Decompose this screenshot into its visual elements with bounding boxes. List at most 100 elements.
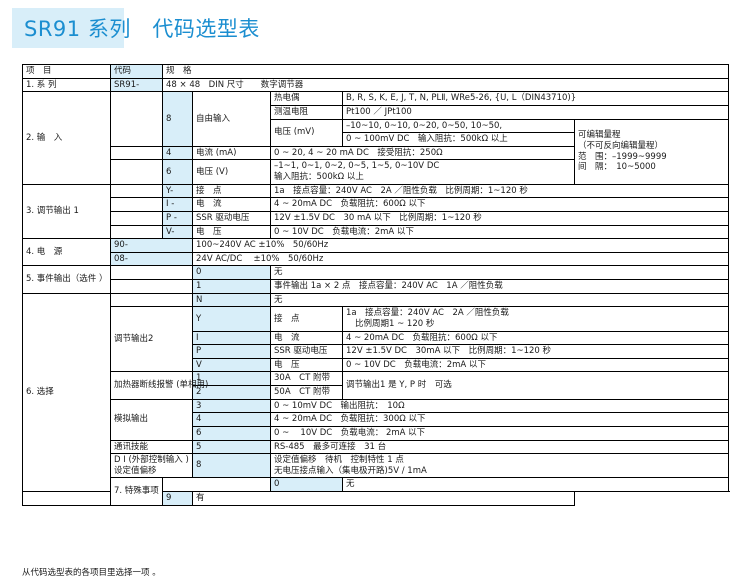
code-series: SR91- xyxy=(110,77,163,93)
code-option-none: N xyxy=(192,292,271,308)
code-communication: 5 xyxy=(192,439,271,455)
input-current-type: 电流 (mA) xyxy=(192,145,271,161)
editable-range-note: 可编辑量程 （不可反向编辑量程） 范 围：–1999~9999 间 隔： 10~… xyxy=(573,118,730,185)
header-code: 代码 xyxy=(110,64,163,79)
spec-power-dc: 24V AC/DC ±10% 50/60Hz xyxy=(191,251,730,267)
input-voltage-type: 电压 (V) xyxy=(192,159,271,185)
row-power-ac: 4. 电 源 90- 100~240V AC ±10% 50/60Hz xyxy=(22,238,730,267)
input-signal-name-mv: 电压 (mV) xyxy=(270,118,343,147)
code-digital-input: 8 xyxy=(192,453,271,479)
spec-out2-ssr: 12V ±1.5V DC 30mA 以下 比例周期：1~120 秒 xyxy=(341,344,730,359)
spec-out2-voltage: 0 ~ 10V DC 负载电流：2mA 以下 xyxy=(341,357,730,373)
code-analog-mv: 3 xyxy=(192,398,271,414)
row-power-dc: 08- 24V AC/DC ±10% 50/60Hz xyxy=(23,251,730,267)
spec-out2-current: 4 ~ 20mA DC 负载阻抗：600Ω 以下 xyxy=(341,330,730,346)
spec-digital-input-line2: 无电压接点输入（集电极开路)5V / 1mA xyxy=(274,465,427,476)
out1-contact-name: 接 点 xyxy=(192,183,271,199)
code-input-voltage: 6 xyxy=(162,159,193,185)
code-special-none: 0 xyxy=(270,477,343,492)
section-label-control-output1: 3. 调节输出 1 xyxy=(22,183,111,240)
spec-out1-current: 4 ~ 20mA DC 负载阻抗：600Ω 以下 xyxy=(269,197,730,212)
input-signal-spec-mv-line2: 0 ~ 100mV DC 输入阻抗：500kΩ 以上 xyxy=(342,132,575,147)
row-communication: 通讯技能 5 RS-485 最多可连接 31 台 xyxy=(23,439,730,455)
row-out1-voltage: V- 电 压 0 ~ 10V DC 负载电流：2mA 以下 xyxy=(23,224,730,240)
spec-out1-ssr: 12V ±1.5V DC 30 mA 以下 比例周期：1~120 秒 xyxy=(269,210,730,226)
section-label-power: 4. 电 源 xyxy=(22,238,111,267)
out1-voltage-name: 电 压 xyxy=(192,224,271,240)
row-out1-contact: 3. 调节输出 1 Y- 接 点 1a 接点容量：240V AC 2A ／阻性负… xyxy=(22,183,730,240)
row-out1-ssr: P - SSR 驱动电压 12V ±1.5V DC 30 mA 以下 比例周期：… xyxy=(23,210,730,226)
spec-out1-voltage: 0 ~ 10V DC 负载电流：2mA 以下 xyxy=(269,224,730,240)
row-option-none: 6. 选择 N 无 xyxy=(22,292,730,493)
code-heater-50a: 2 xyxy=(192,385,271,400)
digital-input-name-line2: 设定值偏移 xyxy=(114,465,157,476)
row-digital-input: D I (外部控制输入 ) 设定值偏移 8 设定值偏移 待机 控制特性 1 点 … xyxy=(23,453,730,479)
row-input-free-mv-l1: 电压 (mV) –10~10, 0~10, 0~20, 0~50, 10~50,… xyxy=(23,118,730,185)
spec-input-current: 0 ~ 20, 4 ~ 20 mA DC 接受阻抗：250Ω xyxy=(270,145,575,161)
header-item: 项 目 xyxy=(22,64,111,79)
code-out2-current: I xyxy=(192,330,271,346)
spec-input-voltage-line1: –1~1, 0~1, 0~2, 0~5, 1~5, 0~10V DC xyxy=(274,161,440,172)
out1-current-name: 电 流 xyxy=(192,197,271,212)
title-bar: SR91 系列 代码选型表 xyxy=(0,0,750,60)
input-signal-spec-mv-line1: –10~10, 0~10, 0~20, 0~50, 10~50, xyxy=(342,118,575,134)
spec-input-voltage-line2: 输入阻抗：500kΩ 以上 xyxy=(274,172,364,182)
code-out2-contact: Y xyxy=(192,306,271,332)
row-out1-current: I - 电 流 4 ~ 20mA DC 负载阻抗：600Ω 以下 xyxy=(23,197,730,212)
input-free-type: 自由输入 xyxy=(192,91,271,147)
out2-current-label: 电 流 xyxy=(270,330,343,346)
table-header-row: 项 目 代码 规 格 xyxy=(22,64,730,79)
heater-alarm-note: 调节输出1 是 Y, P 时 可选 xyxy=(341,371,730,400)
row-input-voltage: 6 电压 (V) –1~1, 0~1, 0~2, 0~5, 1~5, 0~10V… xyxy=(23,159,729,185)
section-label-options: 6. 选择 xyxy=(22,292,111,493)
row-analog-out-mv: 模拟输出 3 0 ~ 10mV DC 输出阻抗： 10Ω xyxy=(23,398,730,441)
section-label-series: 1. 系 列 xyxy=(22,77,111,93)
code-event-present: 1 xyxy=(192,279,271,294)
digital-input-name-line1: D I (外部控制输入 ) xyxy=(114,455,189,466)
out2-voltage-label: 电 压 xyxy=(270,357,343,373)
code-special-present: 9 xyxy=(162,491,193,506)
input-signal-name-rtd: 测温电阻 xyxy=(270,104,343,120)
code-analog-v: 6 xyxy=(192,425,271,441)
heater-50a-label: 50A CT 附带 xyxy=(270,385,343,400)
row-series: 1. 系 列 SR91- 48 × 48 DIN 尺寸 数字调节器 xyxy=(22,77,730,93)
spec-event-none: 无 xyxy=(269,265,730,280)
out2-ssr-label: SSR 驱动电压 xyxy=(270,344,343,359)
spec-series: 48 × 48 DIN 尺寸 数字调节器 xyxy=(161,77,730,93)
row-special-none: 7. 特殊事项 0 无 xyxy=(23,477,730,506)
option-group-digital-input: D I (外部控制输入 ) 设定值偏移 xyxy=(110,453,193,479)
option-group-analog-output: 模拟输出 xyxy=(110,398,193,441)
code-input-current: 4 xyxy=(162,145,193,161)
spec-out2-contact: 1a 接点容量：240V AC 2A ／阻性负载 比例周期1 ~ 120 秒 xyxy=(341,306,730,332)
spec-digital-input: 设定值偏移 待机 控制特性 1 点 无电压接点输入（集电极开路)5V / 1mA xyxy=(269,453,730,479)
row-event-present: 1 事件输出 1a × 2 点 接点容量：240V AC 1A ／阻性负载 xyxy=(23,279,730,294)
code-input-free: 8 xyxy=(162,91,193,147)
spec-special-none: 无 xyxy=(341,477,730,492)
row-out2-contact: 调节输出2 Y 接 点 1a 接点容量：240V AC 2A ／阻性负载 比例周… xyxy=(23,306,730,373)
spec-event-present: 事件输出 1a × 2 点 接点容量：240V AC 1A ／阻性负载 xyxy=(269,279,730,294)
row-heater-alarm-30a: 加热器断线报警 (单相用) 1 30A CT 附带 调节输出1 是 Y, P 时… xyxy=(23,371,730,400)
spec-option-none: 无 xyxy=(269,292,730,308)
range-note-line4: 间 隔： 10~5000 xyxy=(578,162,656,173)
spec-analog-v: 0 ~ 10V DC 负载电流： 2mA 以下 xyxy=(269,425,730,441)
row-input-free-rtd: 测温电阻 Pt100 ／ JPt100 xyxy=(23,104,730,120)
footnote: 从代码选型表的各项目里选择一项 。 xyxy=(22,568,161,578)
spec-communication: RS-485 最多可连接 31 台 xyxy=(269,439,730,455)
code-event-none: 0 xyxy=(192,265,271,280)
range-note-line3: 范 围：–1999~9999 xyxy=(578,151,667,162)
spec-out2-contact-line2: 比例周期1 ~ 120 秒 xyxy=(355,318,435,329)
input-signal-spec-tc: B, R, S, K, E, J, T, N, PLⅡ, WRe5-26, {U… xyxy=(341,91,730,106)
title-accent-block xyxy=(12,8,124,48)
spec-input-voltage: –1~1, 0~1, 0~2, 0~5, 1~5, 0~10V DC 输入阻抗：… xyxy=(270,159,575,185)
option-group-control-output2: 调节输出2 xyxy=(110,306,193,373)
code-power-dc: 08- xyxy=(110,251,193,267)
out1-ssr-name: SSR 驱动电压 xyxy=(192,210,271,226)
range-note-line2: （不可反向编辑量程） xyxy=(578,140,664,151)
input-signal-spec-rtd: Pt100 ／ JPt100 xyxy=(341,104,730,120)
spec-analog-mv: 0 ~ 10mV DC 输出阻抗： 10Ω xyxy=(269,398,730,414)
spec-out2-contact-line1: 1a 接点容量：240V AC 2A ／阻性负载 xyxy=(346,308,509,319)
code-power-ac: 90- xyxy=(110,238,193,253)
option-group-communication: 通讯技能 xyxy=(110,439,193,455)
header-spec: 规 格 xyxy=(161,64,730,79)
code-out1-current: I - xyxy=(162,197,193,212)
